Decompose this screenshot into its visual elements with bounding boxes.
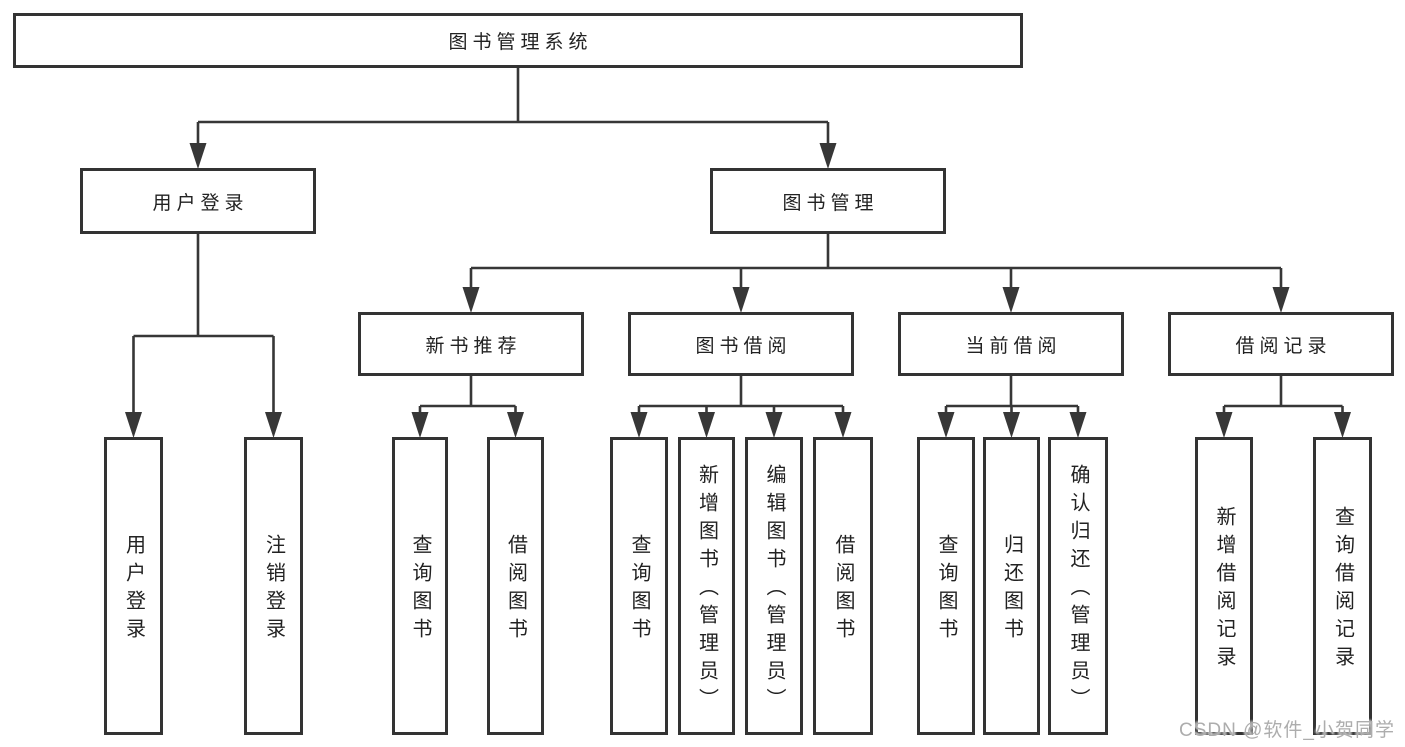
leaf-borrow-books-2-label: 借阅图书 <box>832 534 854 646</box>
node-user-login: 用户登录 <box>80 168 316 234</box>
leaf-user-login-label: 用户登录 <box>122 534 145 646</box>
leaf-confirm-return-admin-label: 确认归还（管理员） <box>1067 464 1089 716</box>
leaf-add-borrow-record: 新增借阅记录 <box>1195 437 1253 735</box>
leaf-return-book: 归还图书 <box>983 437 1040 735</box>
leaf-borrow-books-1-label: 借阅图书 <box>504 534 527 646</box>
leaf-query-books-2: 查询图书 <box>610 437 668 735</box>
leaf-return-book-label: 归还图书 <box>1000 534 1023 646</box>
leaf-add-book-admin-label: 新增图书（管理员） <box>695 464 718 716</box>
leaf-user-login: 用户登录 <box>104 437 163 735</box>
node-current-borrow: 当前借阅 <box>898 312 1124 376</box>
leaf-borrow-books-2: 借阅图书 <box>813 437 873 735</box>
leaf-query-books-2-label: 查询图书 <box>628 534 650 646</box>
node-borrow-records-label: 借阅记录 <box>1235 335 1332 357</box>
node-current-borrow-label: 当前借阅 <box>965 335 1062 357</box>
watermark: CSDN @软件_小贺同学 <box>1179 720 1395 741</box>
node-borrow-records: 借阅记录 <box>1168 312 1394 376</box>
leaf-add-borrow-record-label: 新增借阅记录 <box>1213 506 1235 674</box>
leaf-query-books-1-label: 查询图书 <box>409 534 431 646</box>
node-book-borrow-label: 图书借阅 <box>695 335 792 357</box>
leaf-edit-book-admin-label: 编辑图书（管理员） <box>763 464 785 716</box>
leaf-edit-book-admin: 编辑图书（管理员） <box>745 437 803 735</box>
node-book-management-label: 图书管理 <box>782 192 879 214</box>
leaf-confirm-return-admin: 确认归还（管理员） <box>1048 437 1108 735</box>
leaf-add-book-admin: 新增图书（管理员） <box>678 437 735 735</box>
leaf-query-books-1: 查询图书 <box>392 437 448 735</box>
node-user-login-label: 用户登录 <box>152 192 249 214</box>
node-book-management: 图书管理 <box>710 168 946 234</box>
leaf-query-borrow-record-label: 查询借阅记录 <box>1331 506 1354 674</box>
leaf-query-books-3: 查询图书 <box>917 437 975 735</box>
node-book-borrow: 图书借阅 <box>628 312 854 376</box>
node-root-label: 图书管理系统 <box>448 32 593 53</box>
node-new-book-recommend-label: 新书推荐 <box>425 335 522 357</box>
leaf-logout-label: 注销登录 <box>262 534 285 646</box>
node-root: 图书管理系统 <box>13 13 1023 68</box>
leaf-query-borrow-record: 查询借阅记录 <box>1313 437 1372 735</box>
leaf-borrow-books-1: 借阅图书 <box>487 437 544 735</box>
leaf-logout: 注销登录 <box>244 437 303 735</box>
node-new-book-recommend: 新书推荐 <box>358 312 584 376</box>
leaf-query-books-3-label: 查询图书 <box>935 534 957 646</box>
